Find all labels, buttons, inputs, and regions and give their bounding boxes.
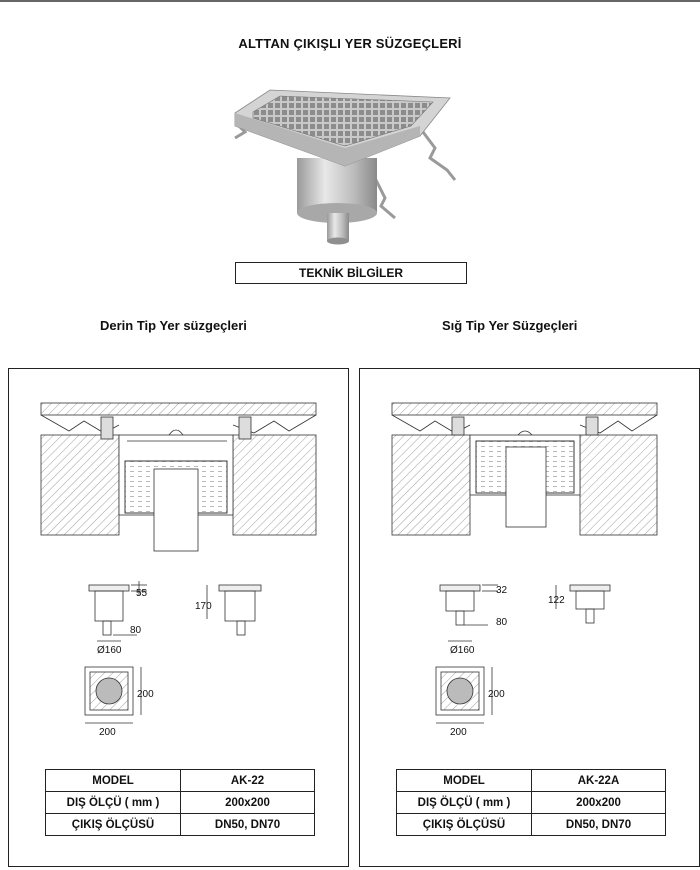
left-spec-panel: 55 80 Ø160 170 200 200 MODEL AK-22 DIŞ Ö… xyxy=(8,368,349,867)
spec-value: 200x200 xyxy=(180,791,315,814)
table-row: DIŞ ÖLÇÜ ( mm ) 200x200 xyxy=(45,791,315,814)
table-row: ÇIKIŞ ÖLÇÜSÜ DN50, DN70 xyxy=(45,813,315,836)
right-spec-panel: 32 80 Ø160 122 200 200 MODEL AK-22A DIŞ … xyxy=(359,368,700,867)
dim-outlet-height: 80 xyxy=(496,617,508,628)
left-heading: Derin Tip Yer süzgeçleri xyxy=(100,318,247,333)
dim-plan-height: 200 xyxy=(488,689,505,700)
dim-total-height: 170 xyxy=(195,601,212,612)
spec-label: MODEL xyxy=(396,769,532,792)
spec-value: AK-22 xyxy=(180,769,315,792)
spec-value: 200x200 xyxy=(531,791,666,814)
spec-label: ÇIKIŞ ÖLÇÜSÜ xyxy=(396,813,532,836)
dim-body-diameter: Ø160 xyxy=(97,645,122,656)
shallow-type-drawing: 32 80 Ø160 122 200 200 xyxy=(391,402,658,738)
right-spec-table: MODEL AK-22A DIŞ ÖLÇÜ ( mm ) 200x200 ÇIK… xyxy=(396,769,666,836)
technical-info-box: TEKNİK BİLGİLER xyxy=(235,262,467,284)
table-row: ÇIKIŞ ÖLÇÜSÜ DN50, DN70 xyxy=(396,813,666,836)
dim-total-height: 122 xyxy=(548,595,565,606)
dim-plan-width: 200 xyxy=(99,727,116,738)
table-row: DIŞ ÖLÇÜ ( mm ) 200x200 xyxy=(396,791,666,814)
page-title: ALTTAN ÇIKIŞLI YER SÜZGEÇLERİ xyxy=(238,36,462,51)
dim-plan-height: 200 xyxy=(137,689,154,700)
dim-body-diameter: Ø160 xyxy=(450,645,475,656)
dim-flange-height: 55 xyxy=(136,588,148,599)
top-rule xyxy=(0,0,700,2)
spec-label: DIŞ ÖLÇÜ ( mm ) xyxy=(45,791,181,814)
spec-label: MODEL xyxy=(45,769,181,792)
spec-label: DIŞ ÖLÇÜ ( mm ) xyxy=(396,791,532,814)
left-spec-table: MODEL AK-22 DIŞ ÖLÇÜ ( mm ) 200x200 ÇIKI… xyxy=(45,769,315,836)
dim-flange-height: 32 xyxy=(496,585,508,596)
table-row: MODEL AK-22A xyxy=(396,769,666,792)
deep-type-drawing: 55 80 Ø160 170 200 200 xyxy=(40,402,317,738)
spec-label: ÇIKIŞ ÖLÇÜSÜ xyxy=(45,813,181,836)
spec-value: DN50, DN70 xyxy=(531,813,666,836)
spec-value: AK-22A xyxy=(531,769,666,792)
product-photo-drain xyxy=(234,89,457,245)
right-heading: Sığ Tip Yer Süzgeçleri xyxy=(442,318,578,333)
dim-plan-width: 200 xyxy=(450,727,467,738)
dim-outlet-height: 80 xyxy=(130,625,142,636)
spec-value: DN50, DN70 xyxy=(180,813,315,836)
table-row: MODEL AK-22 xyxy=(45,769,315,792)
